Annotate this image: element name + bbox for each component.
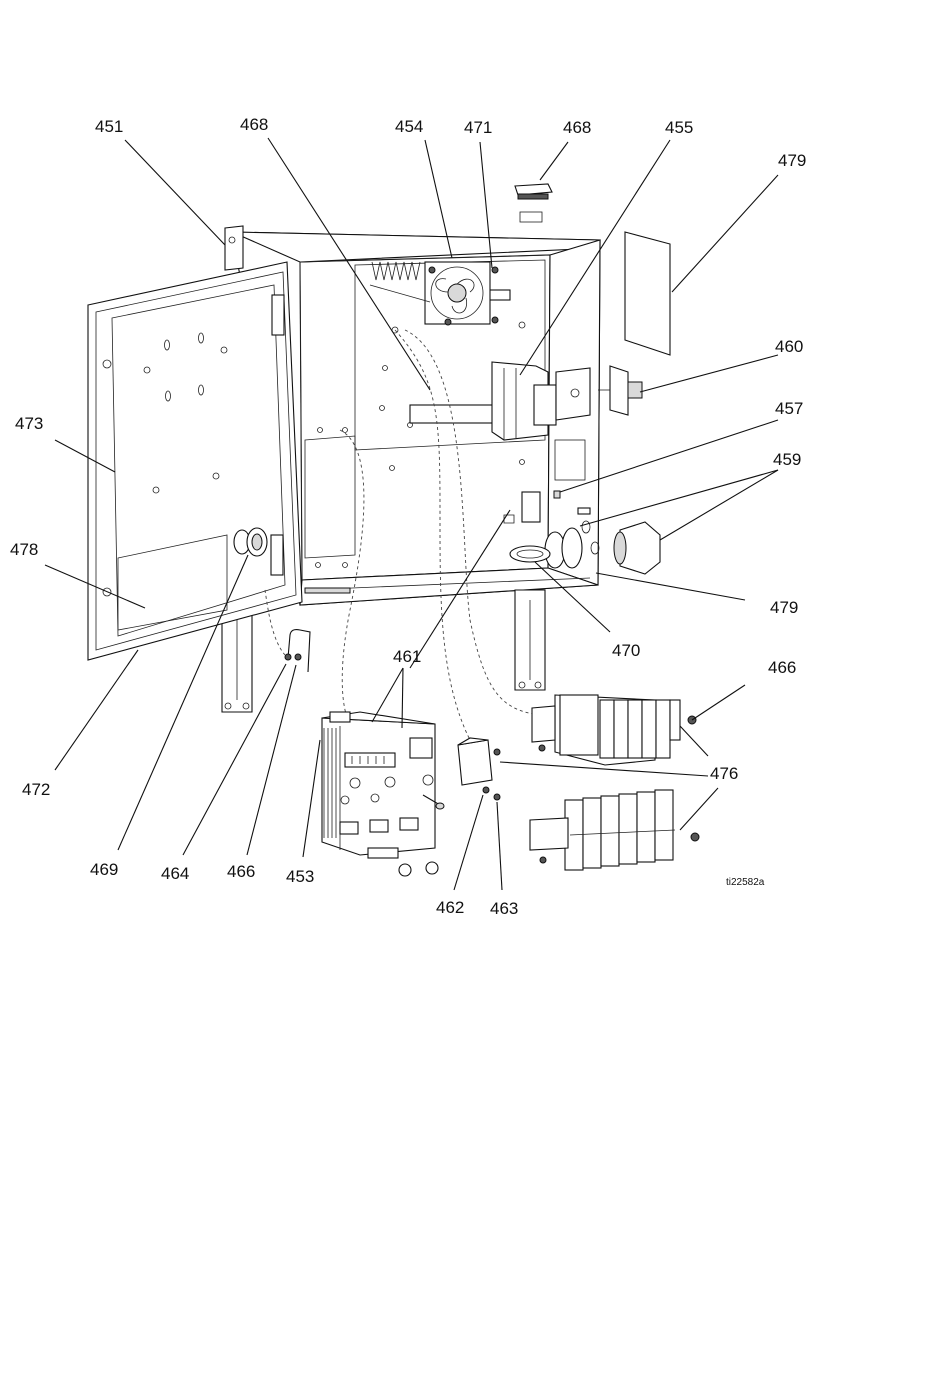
callout-460: 460: [775, 337, 803, 356]
callout-454: 454: [395, 117, 423, 136]
o-ring: [510, 546, 550, 562]
callout-459: 459: [773, 450, 801, 469]
callout-472: 472: [22, 780, 50, 799]
callout-468: 468: [240, 115, 268, 134]
relay-module: [458, 738, 500, 800]
callout-469: 469: [90, 860, 118, 879]
enclosure-door: [88, 262, 310, 672]
callout-470: 470: [612, 641, 640, 660]
terminal-block-assembly-lower: [530, 790, 699, 870]
callout-466: 466: [227, 862, 255, 881]
callout-476: 476: [710, 764, 738, 783]
callout-464: 464: [161, 864, 189, 883]
callout-479: 479: [770, 598, 798, 617]
callout-479: 479: [778, 151, 806, 170]
callout-471: 471: [464, 118, 492, 137]
callout-451: 451: [95, 117, 123, 136]
terminal-block-assembly-upper: [532, 695, 696, 765]
figure-id: ti22582a: [726, 877, 765, 888]
callout-457: 457: [775, 399, 803, 418]
callout-473: 473: [15, 414, 43, 433]
callout-461: 461: [393, 647, 421, 666]
callout-462: 462: [436, 898, 464, 917]
label-plate: [625, 232, 670, 355]
control-module: [322, 712, 444, 876]
door-handle: [598, 366, 642, 415]
top-plug: [515, 184, 552, 199]
callout-468: 468: [563, 118, 591, 137]
callout-455: 455: [665, 118, 693, 137]
callout-466: 466: [768, 658, 796, 677]
callout-478: 478: [10, 540, 38, 559]
callout-463: 463: [490, 899, 518, 918]
callout-453: 453: [286, 867, 314, 886]
